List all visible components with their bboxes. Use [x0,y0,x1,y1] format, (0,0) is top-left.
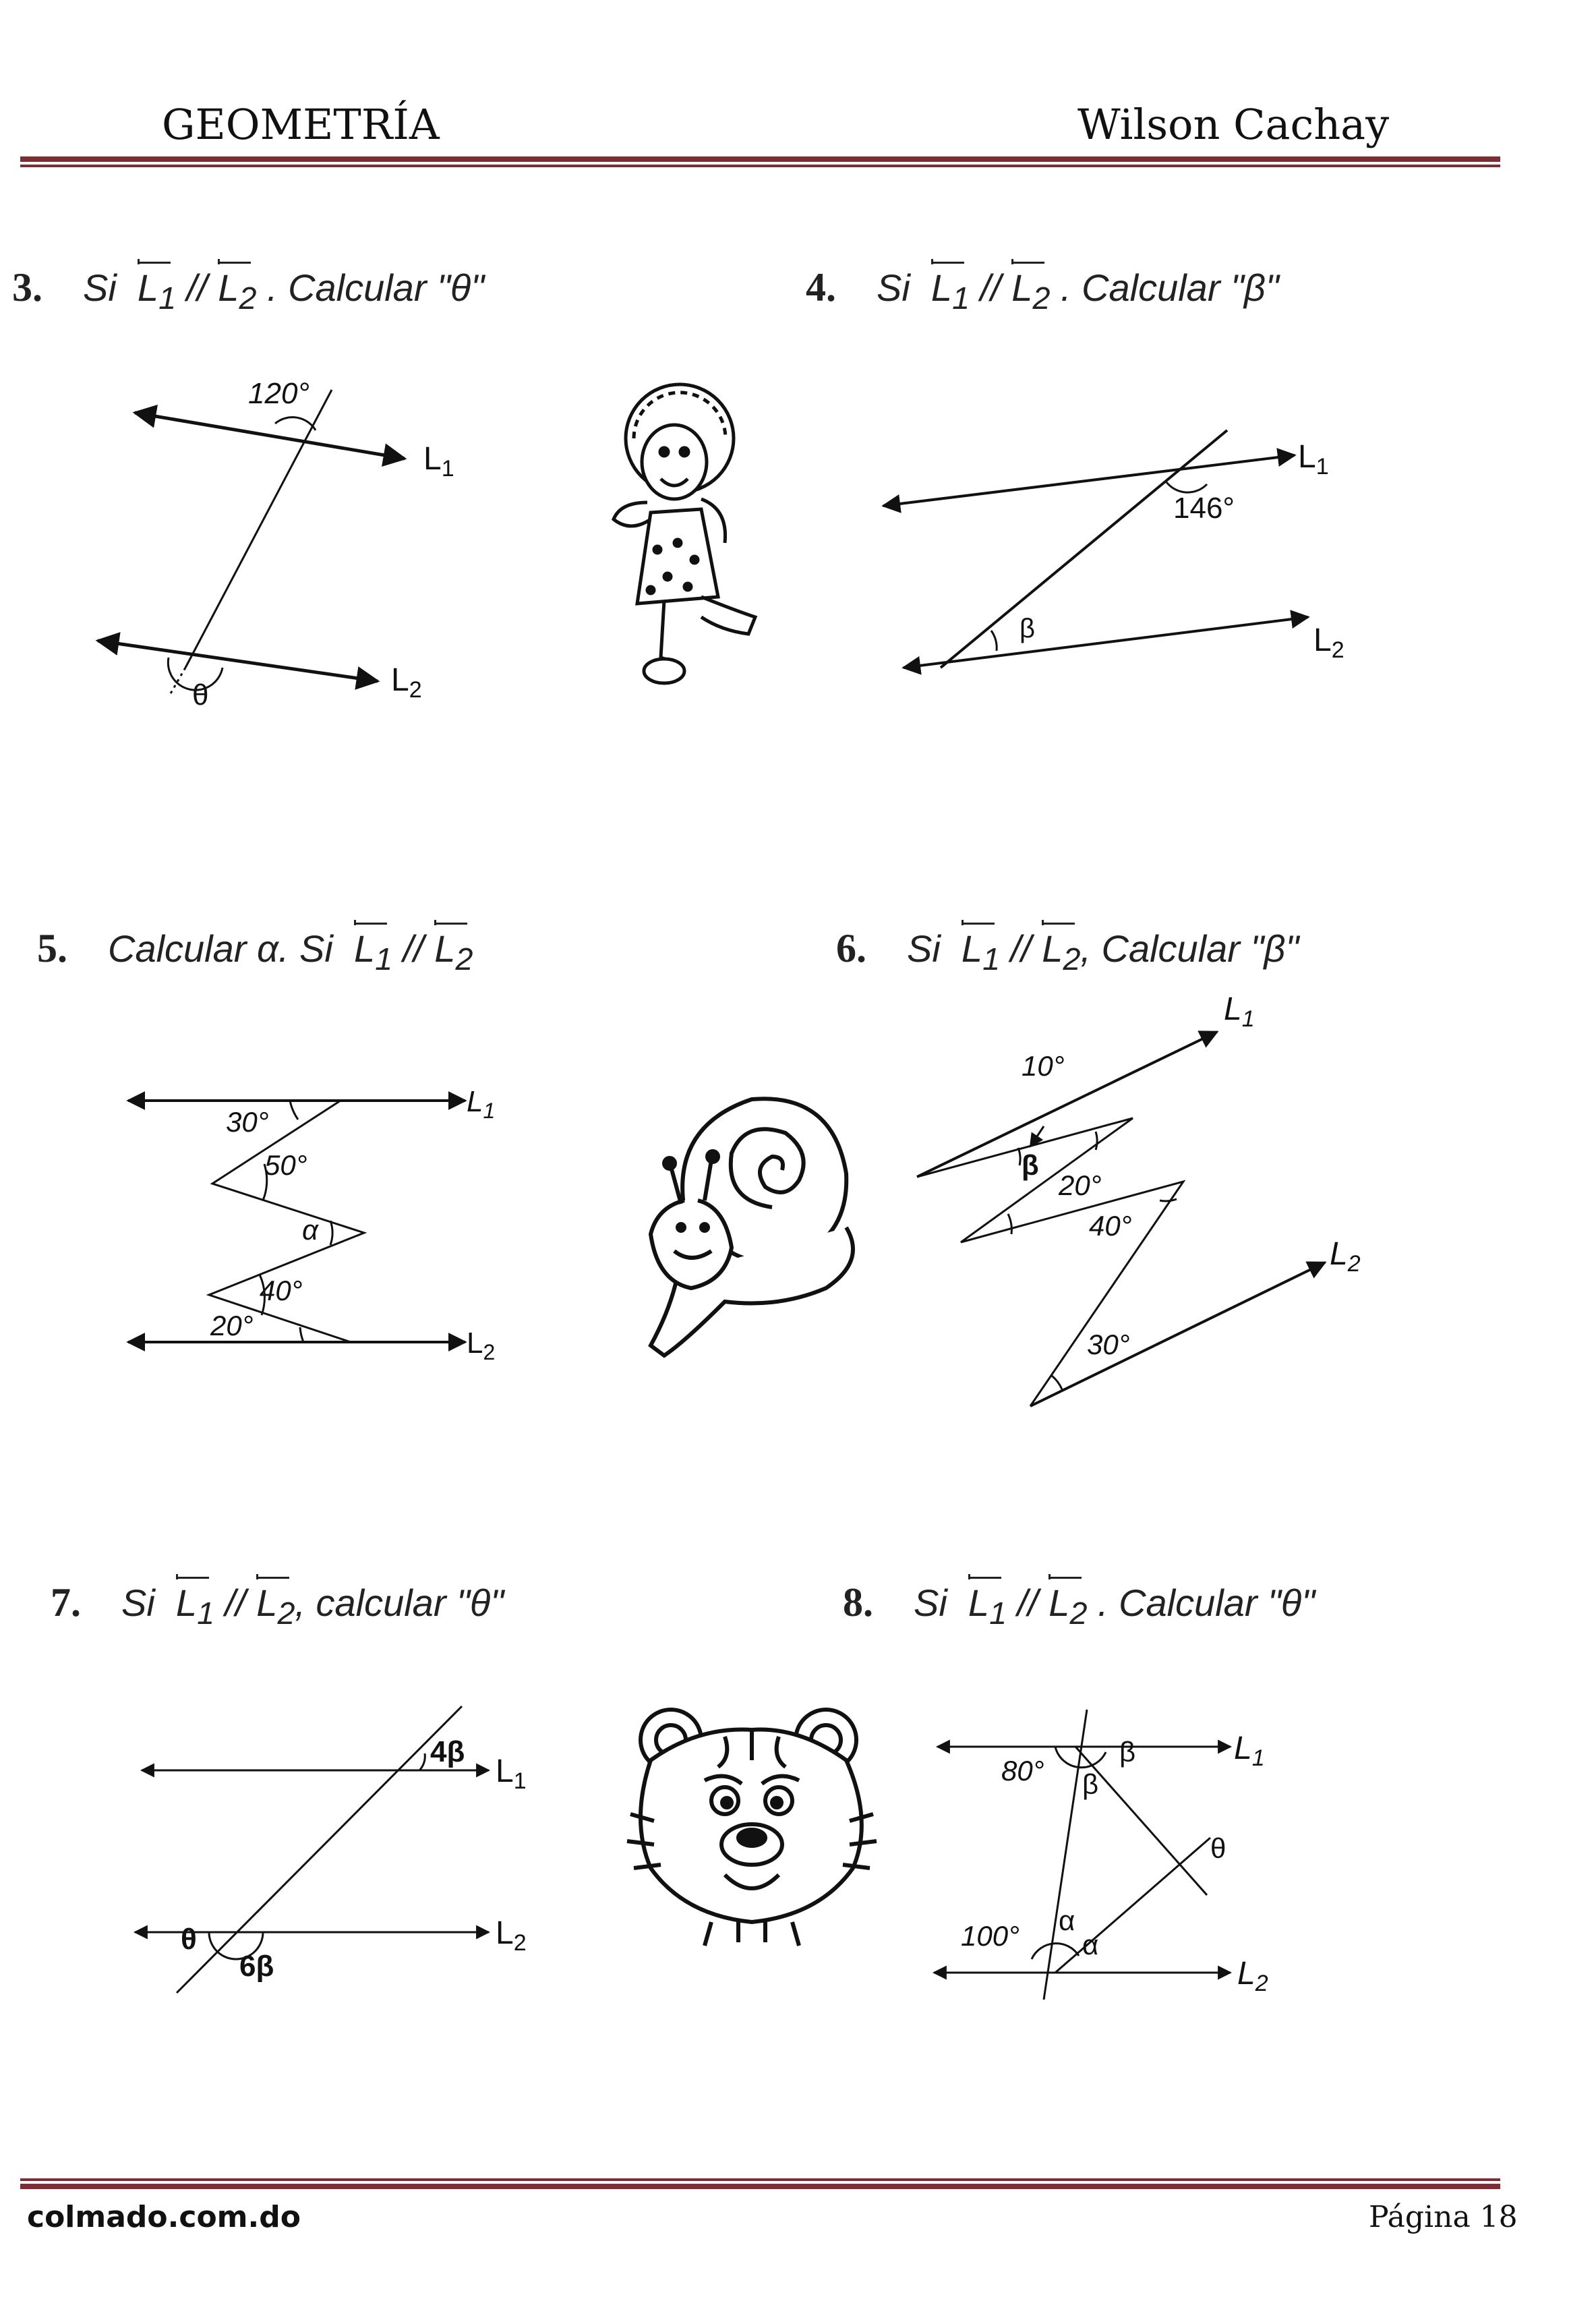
angle-label: α [1082,1929,1098,1960]
snail-cartoon-icon [648,1097,855,1358]
header-subject: GEOMETRÍA [162,100,440,149]
problem-number: 7. [51,1580,81,1625]
problem-number: 5. [37,926,67,970]
segment [1074,1746,1208,1896]
zigzag [916,1117,1186,1407]
line-label-l2: L2 [496,1915,527,1956]
problem-number: 8. [843,1580,873,1625]
unknown-label: β [1019,614,1035,643]
angle-label: 50° [264,1149,307,1181]
angle-label: 80° [1001,1755,1044,1786]
line-label-l1: L1 [1224,991,1255,1032]
angle-arc [274,416,317,431]
problem-number: 3. [12,265,42,310]
angle-label: 4β [430,1735,465,1768]
snail-head [648,1198,734,1291]
problem-number: 4. [806,265,836,310]
angle-label: 20° [210,1310,254,1341]
line-l1 [881,448,1297,513]
page-number: Página 18 [1369,2200,1518,2234]
line-l1 [132,405,407,467]
transversal [1042,1709,1088,2000]
angle-label: α [1059,1905,1075,1936]
footer-rule-top [20,2178,1500,2181]
angle-label: 100° [961,1920,1019,1952]
angle-label: 120° [248,377,309,410]
problem-7-label: 7.Si L1 // L2, calcular "θ" [51,1573,504,1631]
line-label-l1: L1 [467,1085,495,1123]
line-label-l1: L1 [1234,1731,1265,1771]
angle-label: 146° [1173,492,1235,525]
line-label-l2: L2 [1237,1956,1268,1996]
footer-rule-bottom [20,2184,1500,2189]
problem-number: 6. [836,926,866,970]
segment [1055,1836,1211,1974]
angle-label: β [1119,1736,1135,1768]
problem-6-label: 6.Si L1 // L2, Calcular "β" [836,919,1299,977]
problem-8-label: 8.Si L1 // L2 . Calcular "θ" [843,1573,1316,1631]
problem-5-label: 5.Calcular α. Si L1 // L2 [37,919,473,977]
header-author: Wilson Cachay [1077,100,1390,149]
unknown-label: θ [192,678,208,711]
angle-label: β [1082,1768,1098,1800]
header-rule-bottom [20,165,1500,167]
line-l2 [1030,1261,1327,1407]
angle-label: 30° [226,1106,269,1138]
line-l2 [95,632,380,690]
angle-label: 6β [239,1950,274,1983]
transversal [184,389,333,668]
unknown-label: θ [1210,1832,1226,1864]
unknown-label: α [302,1214,319,1246]
line-label-l1: L1 [496,1753,527,1794]
angle-label: 30° [1087,1329,1130,1360]
transversal [939,429,1229,669]
tiger-cartoon-icon [626,1708,877,1946]
line-label-l1: L1 [423,441,454,482]
line-l1 [916,1030,1219,1178]
line-label-l2: L2 [1313,622,1344,663]
line-label-l2: L2 [467,1327,495,1364]
line-label-l2: L2 [391,662,422,703]
transversal [175,1705,463,1994]
footer-site: colmado.com.do [27,2200,301,2234]
angle-label: 20° [1058,1169,1102,1201]
zigzag [206,1099,367,1343]
line-label-l1: L1 [1298,439,1329,480]
unknown-label: θ [181,1923,197,1956]
angle-label: 40° [260,1275,303,1306]
angle-label: 40° [1089,1210,1132,1242]
unknown-label: β [1022,1149,1039,1181]
girl-cartoon-icon [611,382,758,685]
angle-arc [167,657,224,691]
angle-label: 10° [1022,1050,1065,1082]
line-l2 [902,610,1310,675]
line-label-l2: L2 [1330,1236,1361,1277]
problem-3-label: 3.Si L1 // L2 . Calcular "θ" [12,258,485,316]
header-rule-top [20,156,1500,162]
problem-4-label: 4.Si L1 // L2 . Calcular "β" [806,258,1279,316]
